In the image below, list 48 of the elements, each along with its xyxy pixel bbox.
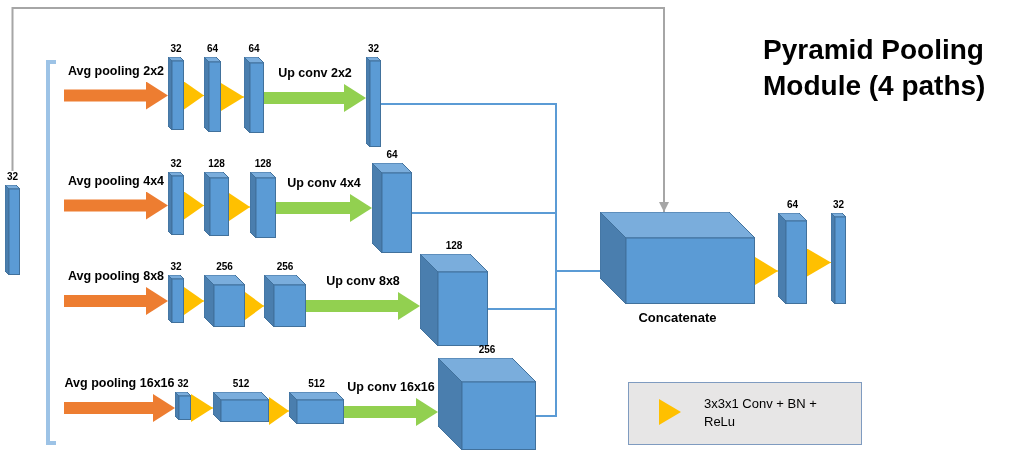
block-arrow [64,394,175,422]
channel-count: 512 [232,378,250,390]
conv-triangle [190,394,214,422]
conv-triangle [268,397,290,425]
edge-label: Up conv 4x4 [287,176,361,191]
edge-label: Avg pooling 2x2 [67,63,165,79]
channel-count: 32 [170,261,182,273]
edge-label: Avg pooling 8x8 [67,269,165,284]
up-arrow [344,398,438,426]
channel-count: 64 [786,199,799,211]
conv-triangle [220,83,245,111]
channel-count: 32 [367,43,380,55]
up-arrow [264,84,366,112]
channel-count: 32 [177,378,189,390]
channel-count: 32 [832,199,845,211]
block-arrow [64,191,168,220]
edge-label: Up conv 2x2 [278,66,352,81]
skip-connection-arrow [11,7,669,213]
conv-triangle [806,248,832,277]
brace-line [535,270,601,417]
channel-count: 512 [308,378,325,390]
conv-triangle [228,193,251,221]
edge-label: Avg pooling 16x16 [64,376,175,391]
edge-label: Avg pooling 4x4 [67,173,165,189]
channel-count: 64 [206,43,219,55]
channel-count: 64 [248,43,260,55]
channel-count: 256 [216,261,233,273]
edge-label: Up conv 8x8 [326,274,400,289]
channel-count: 32 [170,43,182,55]
edge-label: Up conv 16x16 [347,380,435,395]
conv-triangle [754,257,779,285]
block-label: Concatenate [638,310,717,325]
channel-count: 32 [6,171,19,183]
channel-count: 256 [276,261,294,273]
conv-triangle [244,292,265,320]
channel-count: 64 [386,149,398,161]
channel-count: 128 [254,158,272,170]
conv-triangle [183,81,205,110]
legend-text: 3x3x1 Conv + BN + ReLu [704,395,818,431]
conv-triangle [183,287,205,315]
block-arrow [64,81,168,110]
channel-count: 128 [445,240,463,252]
channel-count: 128 [208,158,225,170]
channel-count: 256 [478,344,496,356]
block-arrow [64,287,168,315]
channel-count: 32 [170,158,182,170]
conv-triangle [183,191,205,220]
title: Pyramid Pooling Module (4 paths) [763,33,987,103]
